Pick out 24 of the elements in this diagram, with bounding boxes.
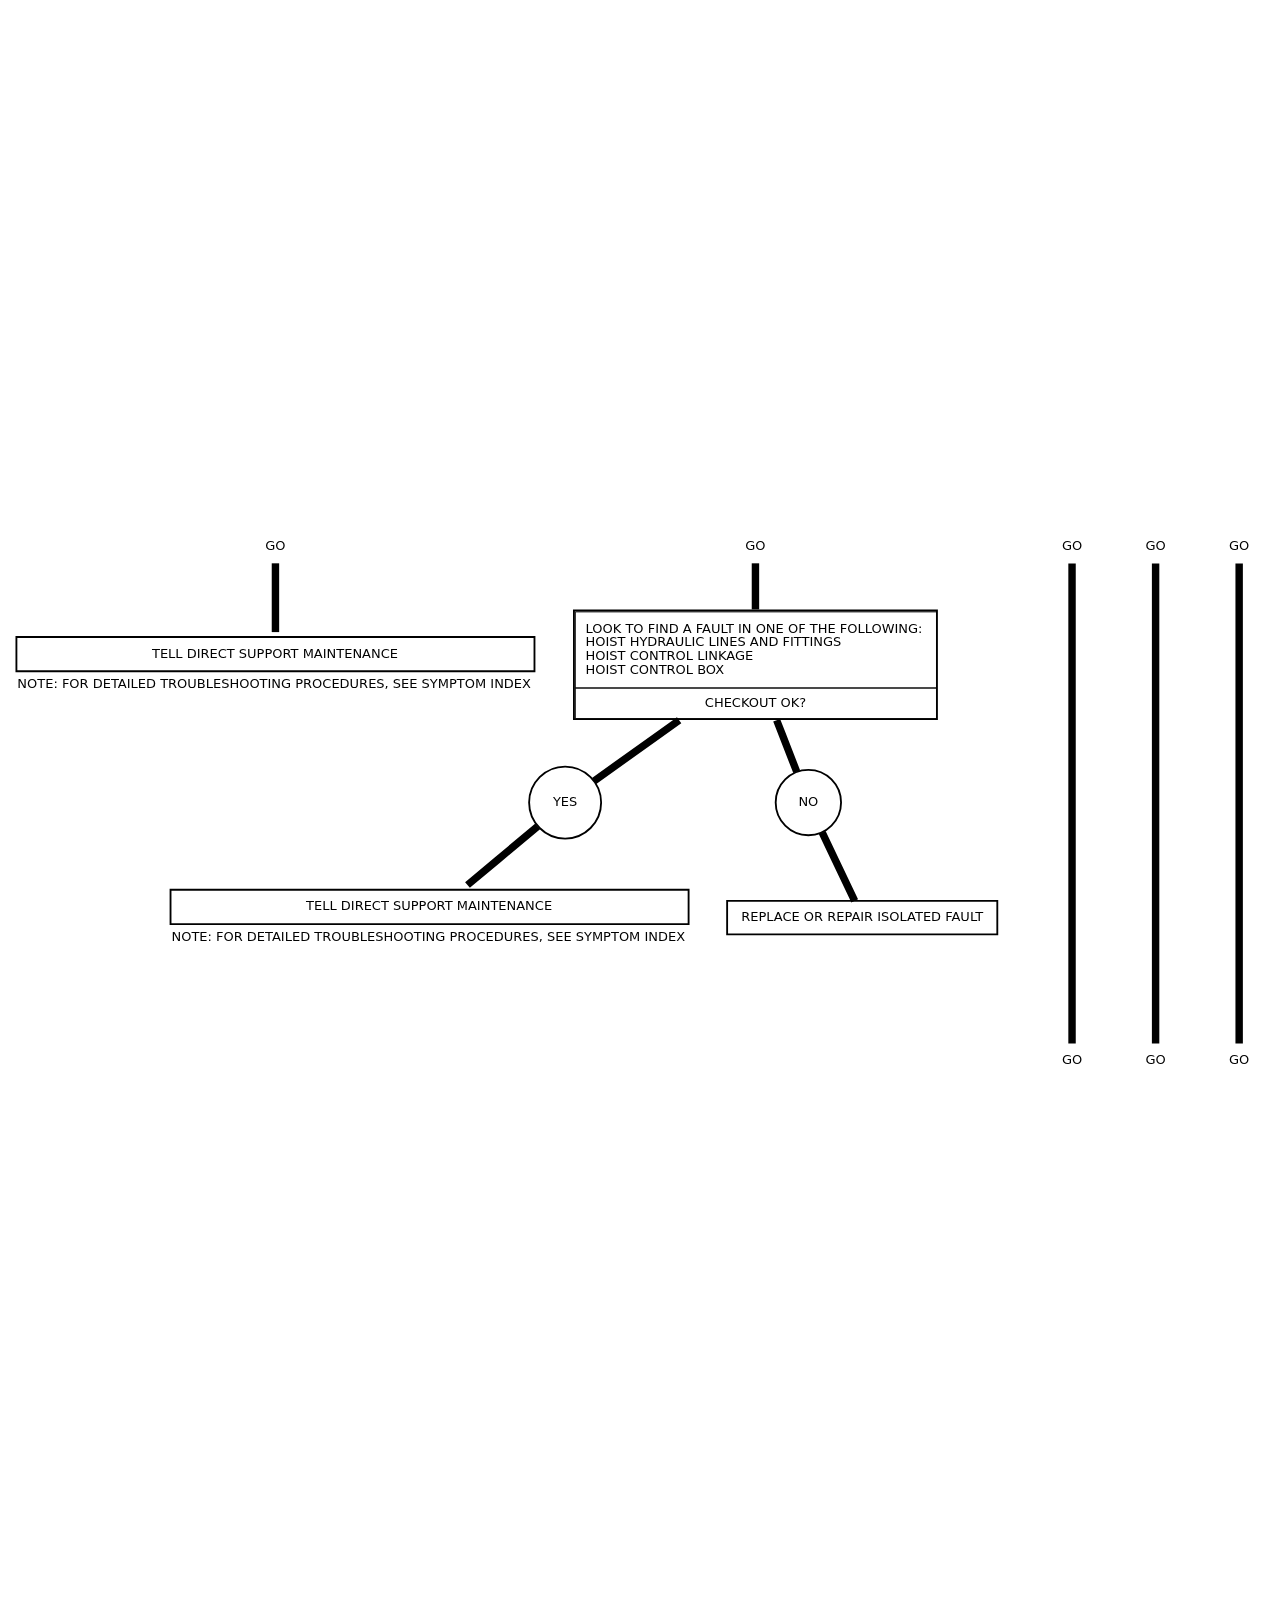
node-text: GO bbox=[1229, 1051, 1250, 1067]
connector bbox=[1068, 562, 1076, 1044]
connector bbox=[1151, 562, 1160, 1044]
node-text: GO bbox=[745, 537, 766, 553]
node-circle: YES bbox=[528, 765, 603, 839]
node-text: GO bbox=[1145, 537, 1166, 553]
node-circle: NO bbox=[774, 768, 842, 836]
connector bbox=[465, 823, 541, 888]
node-box: TELL DIRECT SUPPORT MAINTENANCE bbox=[15, 635, 536, 672]
node-label: NOTE: FOR DETAILED TROUBLESHOOTING PROCEDURES, SEE SYMPTOM INDEX bbox=[171, 928, 686, 944]
node-text: GO bbox=[265, 537, 286, 553]
connector bbox=[1235, 562, 1243, 1044]
connector bbox=[751, 562, 760, 609]
connector bbox=[818, 830, 859, 902]
node-text: GO bbox=[1061, 1051, 1083, 1067]
connector bbox=[271, 562, 280, 632]
connector bbox=[773, 718, 801, 773]
node-text: GO bbox=[1061, 537, 1083, 553]
node-label: NOTE: FOR DETAILED TROUBLESHOOTING PROCEDURES, SEE SYMPTOM INDEX bbox=[17, 675, 531, 691]
node-text: GO bbox=[1229, 537, 1250, 553]
connector bbox=[592, 716, 682, 784]
node-box: REPLACE OR REPAIR ISOLATED FAULT bbox=[726, 899, 999, 935]
node-text: GO bbox=[1145, 1051, 1166, 1067]
node-box: TELL DIRECT SUPPORT MAINTENANCE bbox=[169, 888, 690, 925]
